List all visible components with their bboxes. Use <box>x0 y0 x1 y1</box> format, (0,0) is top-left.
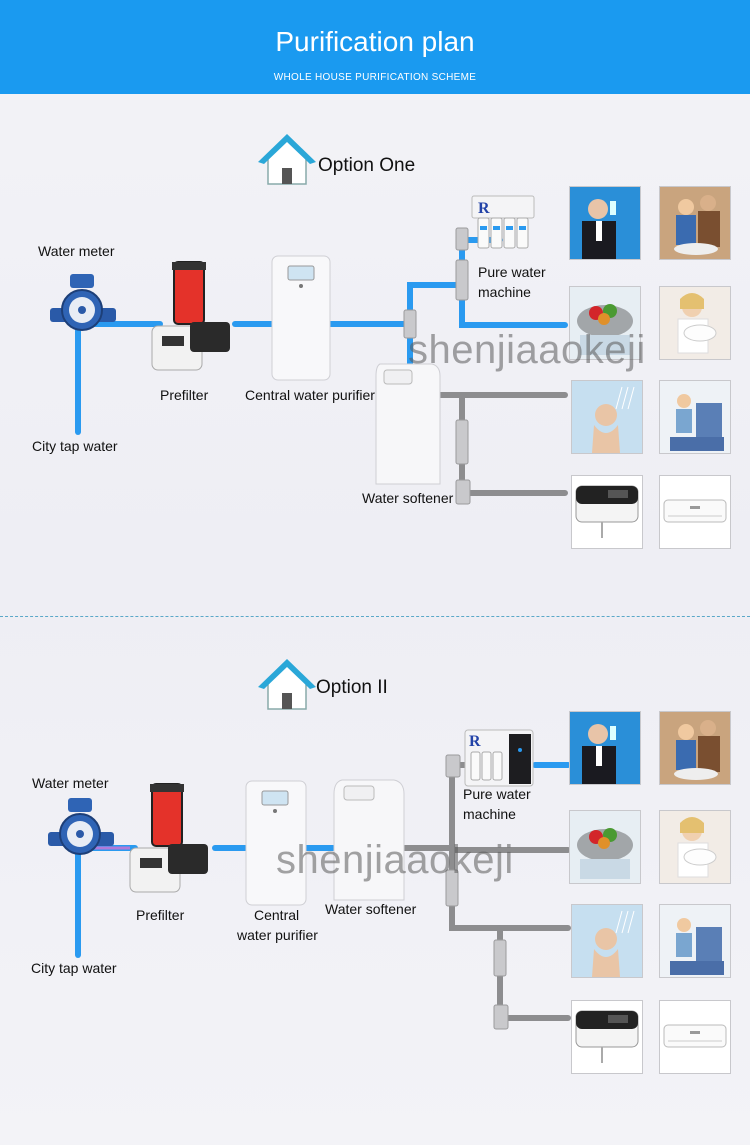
option-one-photo-water-heater <box>571 475 643 549</box>
option-one-city-tap-water-label: City tap water <box>32 438 118 454</box>
option-one-photo-laundry <box>659 380 731 454</box>
option-one-photo-shower <box>571 380 643 454</box>
option-two-water-softener-label: Water softener <box>325 901 417 917</box>
option-two-photo-air-conditioner <box>659 1000 731 1074</box>
option-two-prefilter-icon <box>129 783 208 893</box>
option-two-photo-laundry <box>659 904 731 978</box>
option-one-water-meter-icon <box>50 274 116 331</box>
option-two-pure-water-machine-icon: R <box>464 729 534 787</box>
page-header: Purification plan WHOLE HOUSE PURIFICATI… <box>0 0 750 94</box>
option-two-photo-woman-dishes <box>659 810 731 884</box>
svg-text:R: R <box>469 733 481 750</box>
page-subtitle: WHOLE HOUSE PURIFICATION SCHEME <box>273 72 477 83</box>
option-one-water-softener-label: Water softener <box>362 490 454 506</box>
svg-text:R: R <box>478 200 490 217</box>
option-two-title: Option II <box>316 677 388 698</box>
option-one-water-meter-label: Water meter <box>38 243 115 259</box>
option-two-pure-water-label-line1: Pure water <box>463 786 531 802</box>
option-two-water-meter-icon <box>48 798 114 855</box>
section-divider <box>0 616 750 617</box>
page-title: Purification plan <box>275 26 475 57</box>
option-one-photo-man-drinking <box>569 186 641 260</box>
option-one-title: Option One <box>318 155 416 176</box>
option-two-city-tap-water-label: City tap water <box>31 960 117 976</box>
option-one-central-purifier-icon <box>271 255 331 381</box>
option-two-central-purifier-label-line1: Central <box>254 907 300 923</box>
option-one-central-purifier-label: Central water purifier <box>245 387 375 403</box>
option-two-fittings <box>445 754 509 1030</box>
option-two-water-meter-label: Water meter <box>32 775 109 791</box>
option-one-house-icon <box>258 134 316 185</box>
option-two-photo-man-drinking <box>569 711 641 785</box>
option-two-photo-couple-kitchen <box>659 711 731 785</box>
option-two-photo-water-heater <box>571 1000 643 1074</box>
option-two-photo-washing-fruit <box>569 810 641 884</box>
option-one-prefilter-label: Prefilter <box>160 387 209 403</box>
option-one-photo-couple-kitchen <box>659 186 731 260</box>
watermark-bottom: shenjiaaokeji <box>276 838 514 882</box>
option-two-photo-shower <box>571 904 643 978</box>
option-two-water-softener-icon <box>333 779 405 901</box>
option-two-prefilter-label: Prefilter <box>136 907 185 923</box>
option-one-pure-water-machine-icon: R <box>471 195 535 249</box>
option-one-photo-washing-fruit <box>569 286 641 360</box>
option-one-photo-air-conditioner <box>659 475 731 549</box>
option-one-photo-woman-dishes <box>659 286 731 360</box>
option-two-house-icon <box>258 659 316 710</box>
option-one-fittings <box>403 227 471 505</box>
option-two-central-purifier-label-line2: water purifier <box>237 927 318 943</box>
option-one-water-softener-icon <box>375 363 441 485</box>
option-two-central-purifier-icon <box>245 780 307 906</box>
option-one-pure-water-label-line2: machine <box>478 284 531 300</box>
watermark-top: shenjiaaokeji <box>408 328 646 372</box>
option-one-prefilter-icon <box>151 261 230 371</box>
option-two-pure-water-label-line2: machine <box>463 806 516 822</box>
option-one-pure-water-label-line1: Pure water <box>478 264 546 280</box>
